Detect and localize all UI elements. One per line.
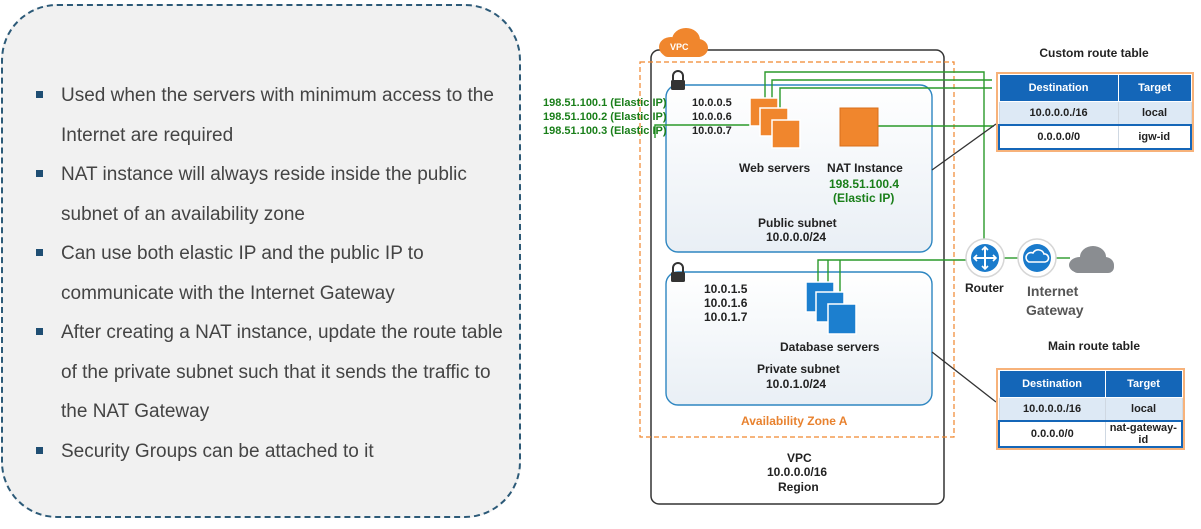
table-header: Target — [1117, 74, 1192, 102]
bullet-item: After creating a NAT instance, update th… — [36, 313, 506, 432]
table-header: Destination — [998, 370, 1106, 398]
private-subnet-cidr: 10.0.1.0/24 — [766, 377, 827, 391]
nat-instance-label: NAT Instance — [827, 161, 903, 175]
table-cell: 10.0.0.0./16 — [998, 101, 1119, 126]
lock-icon — [671, 70, 685, 90]
vpc-label: VPC — [787, 451, 812, 465]
private-subnet-label: Private subnet — [757, 362, 840, 376]
custom-route-table-title: Custom route table — [1039, 46, 1149, 60]
bullet-item: Security Groups can be attached to it — [36, 432, 506, 472]
table-header: Target — [1104, 370, 1183, 398]
database-servers-icon — [805, 281, 857, 335]
vpc-cidr: 10.0.0.0/16 — [767, 465, 828, 479]
table-cell: local — [1104, 397, 1183, 422]
internet-gateway-label-2: Gateway — [1026, 302, 1084, 318]
web-servers-icon — [749, 97, 801, 149]
table-cell: 0.0.0.0/0 — [997, 420, 1106, 448]
table-row: 0.0.0.0/0 nat-gateway-id — [997, 420, 1183, 448]
table-row: 10.0.0.0./16 local — [998, 101, 1192, 126]
availability-zone-label: Availability Zone A — [741, 414, 848, 428]
private-ip-3: 10.0.1.7 — [704, 310, 748, 324]
public-ip-3: 10.0.0.7 — [692, 125, 732, 137]
internet-cloud-icon — [1069, 246, 1114, 273]
router-label: Router — [965, 281, 1004, 295]
table-cell: local — [1117, 101, 1192, 126]
public-subnet-label: Public subnet — [758, 216, 837, 230]
internet-gateway-icon — [1017, 238, 1057, 278]
availability-zone-box — [639, 61, 955, 438]
custom-route-table: Destination Target 10.0.0.0./16 local 0.… — [996, 72, 1194, 152]
lock-icon — [671, 262, 685, 282]
nat-instance-icon — [839, 107, 879, 147]
bullet-list: Used when the servers with minimum acces… — [36, 76, 506, 471]
table-cell: 0.0.0.0/0 — [997, 124, 1119, 150]
public-subnet-cidr: 10.0.0.0/24 — [766, 230, 827, 244]
elastic-ip-2: 198.51.100.2 (Elastic IP) — [543, 111, 667, 123]
table-cell: nat-gateway-id — [1104, 420, 1183, 448]
private-ip-1: 10.0.1.5 — [704, 282, 748, 296]
public-ip-1: 10.0.0.5 — [692, 97, 732, 109]
vpc-badge-icon — [659, 28, 708, 57]
table-header: Destination — [998, 74, 1119, 102]
bullet-item: Used when the servers with minimum acces… — [36, 76, 506, 155]
private-subnet-box — [665, 271, 933, 406]
bullet-item: Can use both elastic IP and the public I… — [36, 234, 506, 313]
table-row: 0.0.0.0/0 igw-id — [997, 124, 1192, 150]
public-ip-2: 10.0.0.6 — [692, 111, 732, 123]
internet-gateway-label-1: Internet — [1027, 283, 1079, 299]
main-route-table-title: Main route table — [1047, 339, 1140, 353]
database-servers-label: Database servers — [780, 340, 880, 354]
vpc-badge-label: VPC — [670, 42, 689, 52]
private-ip-2: 10.0.1.6 — [704, 296, 748, 310]
nat-instance-ip-note: (Elastic IP) — [833, 191, 895, 205]
elastic-ip-1: 198.51.100.1 (Elastic IP) — [543, 97, 667, 109]
route-table-connector — [931, 351, 997, 403]
router-icon — [965, 238, 1005, 278]
bullet-panel: Used when the servers with minimum acces… — [1, 4, 521, 518]
table-cell: igw-id — [1117, 124, 1192, 150]
web-servers-label: Web servers — [739, 161, 811, 175]
elastic-ip-3: 198.51.100.3 (Elastic IP) — [543, 125, 667, 137]
table-row: 10.0.0.0./16 local — [998, 397, 1183, 422]
table-cell: 10.0.0.0./16 — [998, 397, 1106, 422]
region-label: Region — [778, 480, 819, 494]
main-route-table: Destination Target 10.0.0.0./16 local 0.… — [996, 368, 1185, 450]
route-table-connector — [931, 123, 997, 171]
bullet-item: NAT instance will always reside inside t… — [36, 155, 506, 234]
nat-instance-ip: 198.51.100.4 — [829, 177, 900, 191]
